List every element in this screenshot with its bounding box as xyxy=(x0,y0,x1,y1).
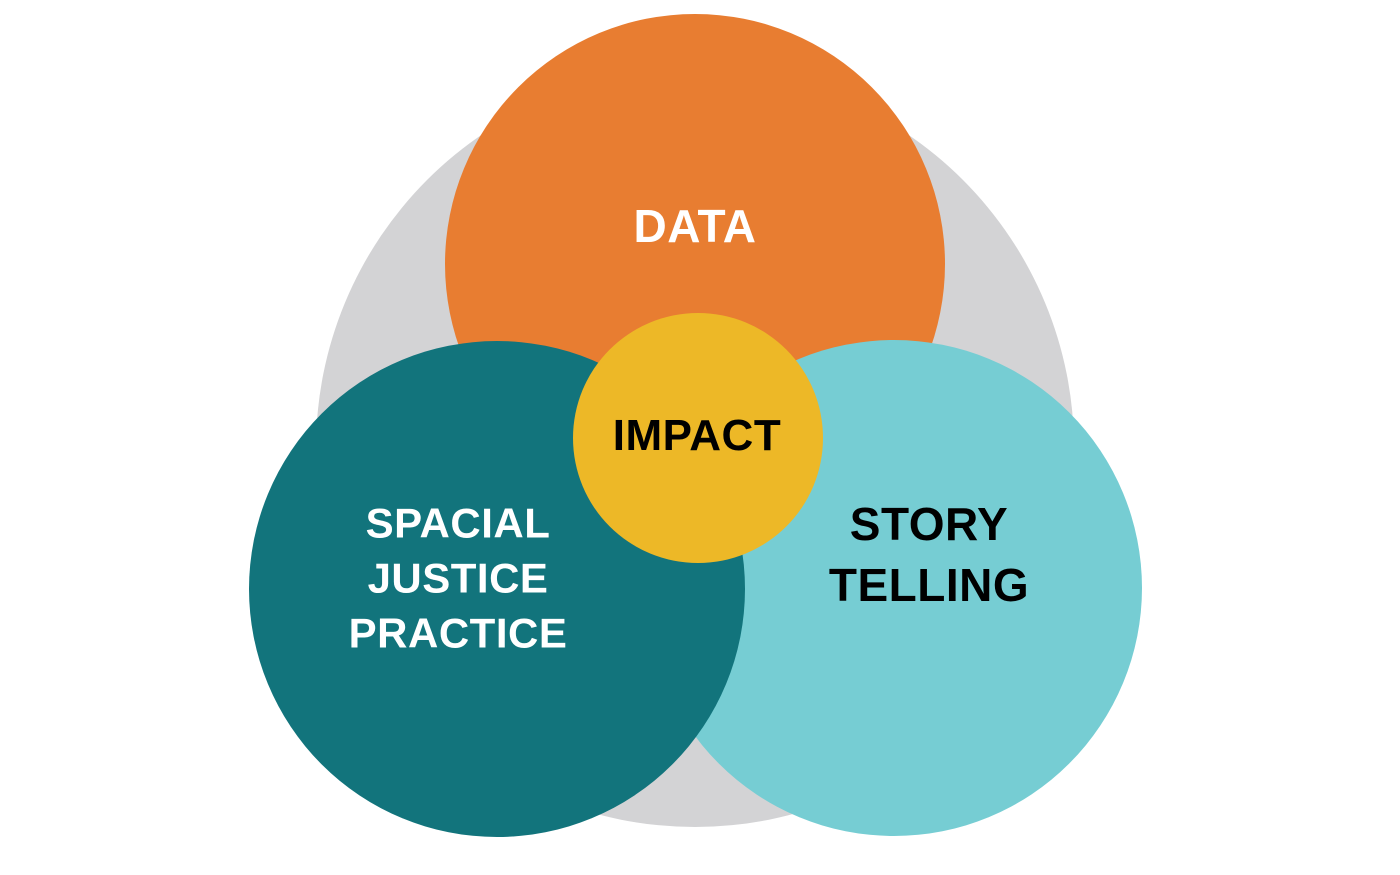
storytelling-label: STORY TELLING xyxy=(828,498,1030,611)
impact-label: IMPACT xyxy=(612,411,782,460)
impact-circle xyxy=(573,313,823,563)
data-label: DATA xyxy=(633,200,757,252)
spatial-justice-label: SPACIAL JUSTICE PRACTICE xyxy=(348,499,568,657)
